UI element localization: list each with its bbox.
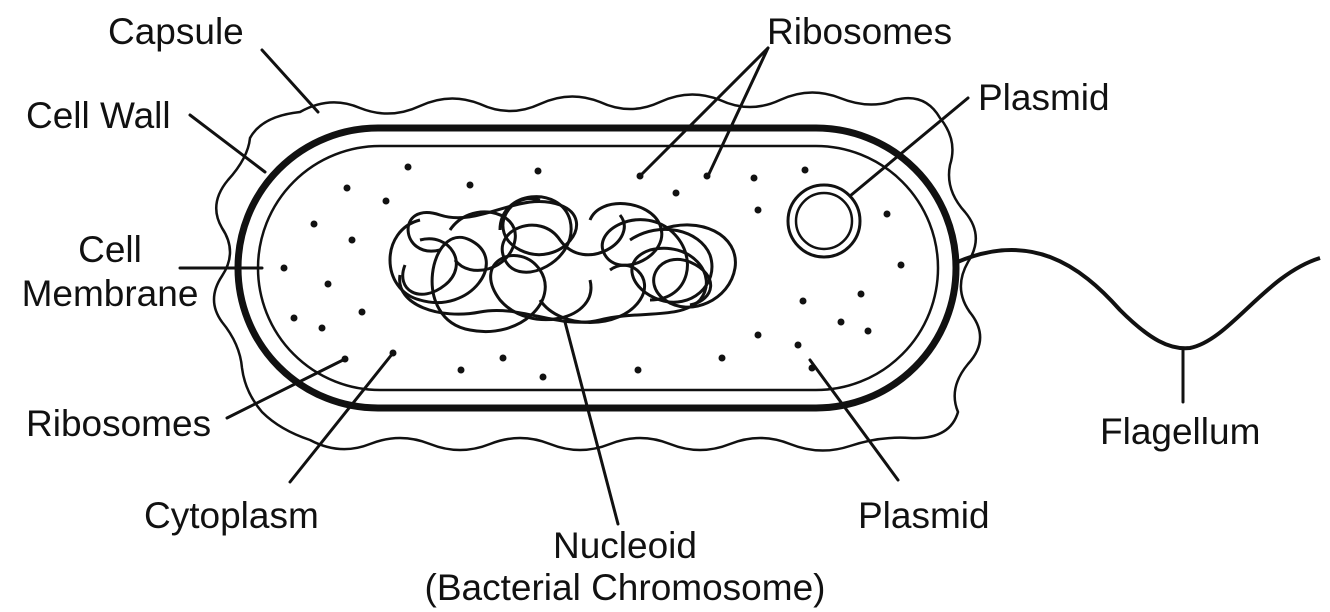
label-ribosomes-left: Ribosomes	[26, 403, 211, 444]
label-cell-membrane-line2: Membrane	[22, 273, 199, 314]
cell-membrane	[258, 146, 938, 390]
label-flagellum: Flagellum	[1100, 411, 1260, 452]
label-nucleoid-line1: Nucleoid	[553, 525, 697, 566]
label-ribosomes-top: Ribosomes	[767, 11, 952, 52]
label-cytoplasm: Cytoplasm	[144, 495, 319, 536]
nucleoid-chromosome	[390, 197, 735, 332]
flagellum	[955, 250, 1320, 348]
label-plasmid-bottom: Plasmid	[858, 495, 990, 536]
label-cell-membrane-line1: Cell	[78, 229, 142, 270]
label-nucleoid-line2: (Bacterial Chromosome)	[425, 567, 826, 608]
label-plasmid-top: Plasmid	[978, 77, 1110, 118]
cell-wall	[238, 128, 956, 408]
label-cell-wall: Cell Wall	[26, 95, 171, 136]
label-capsule: Capsule	[108, 11, 244, 52]
